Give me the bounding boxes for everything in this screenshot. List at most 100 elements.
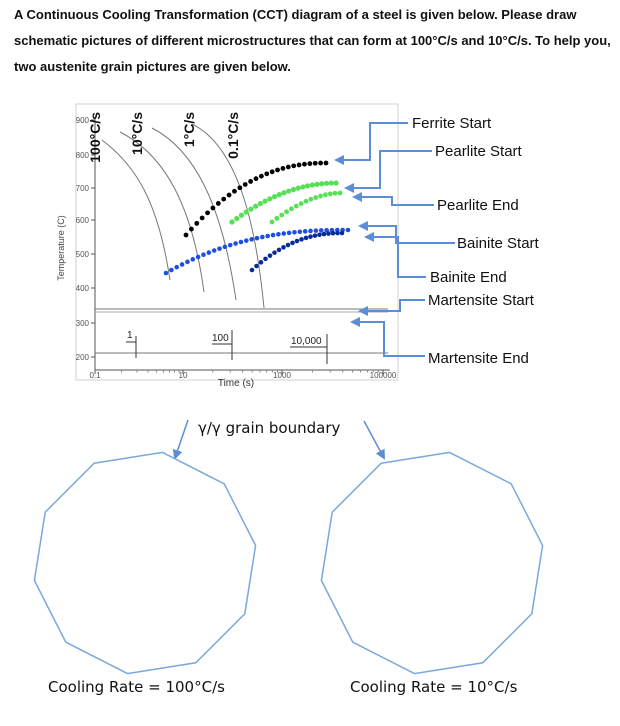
austenite-grain-left <box>33 451 257 675</box>
bainite-end-point <box>249 267 255 273</box>
x-tick-label: 1000 <box>273 371 291 380</box>
arrow-ferrite-start <box>334 122 408 165</box>
bainite-end-point <box>321 231 327 237</box>
pearlite-start-point <box>238 212 245 218</box>
bainite-start-point <box>238 239 244 245</box>
ferrite-start-point <box>194 220 200 226</box>
ferrite-start-point <box>215 201 221 206</box>
pearlite-end-point <box>274 215 280 221</box>
bainite-start-point <box>195 254 201 260</box>
bainite-start-point <box>179 262 185 267</box>
grain-boundary-arrow-right <box>363 420 385 460</box>
pearlite-start-point <box>300 184 306 190</box>
bainite-end-point <box>276 247 282 253</box>
pearlite-curves <box>229 180 343 225</box>
cooling-curve-1 <box>151 127 237 301</box>
bainite-start-point <box>292 229 297 235</box>
bainite-start-point <box>211 248 217 253</box>
grain-caption-left: Cooling Rate = 100°C/s <box>48 678 225 696</box>
ferrite-start-point <box>280 165 286 171</box>
pearlite-end-point <box>313 195 319 200</box>
x-tick-label: 10 <box>179 371 188 380</box>
bainite-end-point <box>281 245 286 250</box>
bainite-end-point <box>267 253 273 258</box>
y-tick-label: 900 <box>76 116 90 125</box>
ferrite-start-point <box>312 160 318 166</box>
pearlite-start-point <box>323 180 330 186</box>
bainite-end-point <box>263 256 268 262</box>
pearlite-end-point <box>337 190 343 196</box>
ferrite-start-point <box>296 162 302 168</box>
y-tick-label: 600 <box>76 216 90 225</box>
ferrite-start-point <box>232 188 237 194</box>
y-tick-label: 500 <box>76 250 90 259</box>
arrow-pearlite-start <box>344 150 432 193</box>
bainite-start-point <box>260 234 265 240</box>
bainite-start-point <box>281 231 287 236</box>
bainite-start-point <box>163 270 169 276</box>
ferrite-start-point <box>237 185 243 191</box>
austenite-grain-right <box>320 451 544 675</box>
bainite-end-point <box>312 233 318 238</box>
prompt-line-3: two austenite grain pictures are given b… <box>14 59 291 74</box>
ferrite-start-point <box>258 173 264 179</box>
bainite-start-point <box>249 237 254 242</box>
pearlite-start-point <box>305 183 311 189</box>
cooling-curve-100 <box>101 139 171 281</box>
bainite-end-point <box>285 242 291 248</box>
pearlite-end-point <box>308 196 314 202</box>
bainite-end-point <box>303 235 309 241</box>
pearlite-start-point <box>271 194 278 200</box>
arrow-pearlite-end <box>352 192 434 206</box>
phase-label-bainite-start: Bainite Start <box>457 235 540 252</box>
bainite-curves <box>163 227 351 276</box>
ferrite-start-point <box>248 179 254 184</box>
pearlite-end-point <box>293 203 299 209</box>
phase-label-pearlite-end: Pearlite End <box>437 197 519 214</box>
pearlite-start-point <box>295 185 301 191</box>
bainite-start-point <box>265 233 271 239</box>
prompt-line-1: A Continuous Cooling Transformation (CCT… <box>14 7 577 22</box>
bainite-start-point <box>243 238 249 243</box>
x-tick-label: 0.1 <box>89 371 101 380</box>
bainite-start-point <box>233 241 238 246</box>
bainite-end-point <box>254 263 259 269</box>
pearlite-start-point <box>229 219 235 225</box>
pearlite-end-point <box>289 206 294 212</box>
phase-label-martensite-start: Martensite Start <box>428 292 535 309</box>
bainite-end-point <box>272 250 277 255</box>
phase-label-pearlite-start: Pearlite Start <box>435 143 523 160</box>
prompt-line-2: schematic pictures of different microstr… <box>14 33 611 48</box>
bainite-end-point <box>335 230 340 236</box>
rate-label-10: 10°C/s <box>129 112 145 155</box>
ferrite-start-point <box>221 196 227 202</box>
pearlite-start-point <box>262 198 268 204</box>
pearlite-end-point <box>332 190 338 196</box>
bainite-start-point <box>169 267 174 273</box>
ferrite-start-point <box>188 226 194 232</box>
bainite-end-point <box>258 260 264 265</box>
bainite-start-point <box>190 257 196 262</box>
pearlite-start-point <box>267 196 273 202</box>
pearlite-start-point <box>309 182 315 188</box>
bainite-end-point <box>326 231 331 236</box>
phase-label-bainite-end: Bainite End <box>430 269 507 286</box>
bainite-start-point <box>297 229 303 235</box>
phase-label-ferrite-start: Ferrite Start <box>412 115 492 132</box>
arrow-bainite-end <box>364 232 426 278</box>
pearlite-end-point <box>269 219 275 225</box>
bainite-end-point <box>299 237 304 242</box>
ferrite-start-point <box>183 232 189 238</box>
ferrite-start-point <box>199 215 205 221</box>
bainite-start-point <box>222 244 228 250</box>
pearlite-start-point <box>276 192 282 198</box>
ferrite-start-point <box>275 167 280 173</box>
rate-label-0.1: 0.1°C/s <box>225 112 241 159</box>
pearlite-start-point <box>243 209 249 215</box>
bainite-start-point <box>302 229 308 234</box>
bainite-end-point <box>308 234 313 239</box>
leader-arrows <box>334 122 455 357</box>
x-tick-label: 100000 <box>370 371 397 380</box>
phase-label-martensite-end: Martensite End <box>428 350 529 367</box>
